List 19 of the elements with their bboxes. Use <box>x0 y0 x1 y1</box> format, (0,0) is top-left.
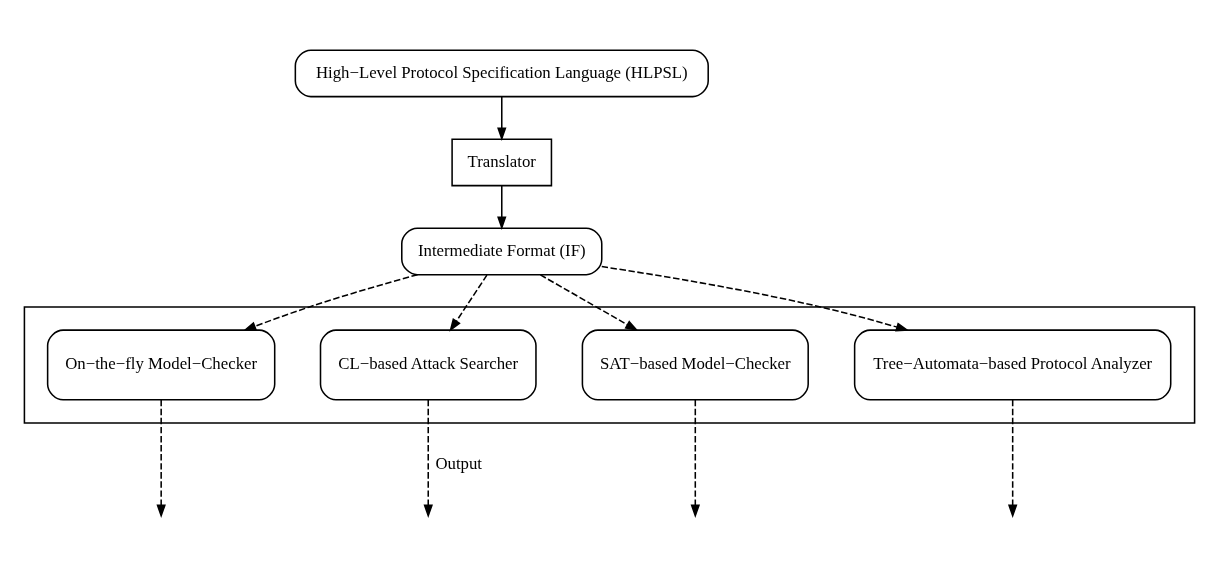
node-box: CL−based Attack Searcher <box>319 328 537 401</box>
arrow <box>242 273 419 331</box>
node-box: Intermediate Format (IF) <box>401 226 603 275</box>
node-box: High−Level Protocol Specification Language (HLPSL) <box>294 48 709 97</box>
node-box: Tree−Automata−based Protocol Analyzer <box>853 328 1172 401</box>
node-box: On−the−fly Model−Checker <box>46 328 276 401</box>
arrow <box>423 398 433 518</box>
arrow <box>497 95 507 141</box>
node-box: SAT−based Model−Checker <box>581 328 809 401</box>
cluster <box>23 305 1196 424</box>
edge-label: Output <box>435 453 482 473</box>
arrow <box>601 265 910 331</box>
arrow <box>690 398 700 518</box>
arrow <box>1007 398 1018 518</box>
arrow <box>156 398 166 518</box>
node-box: Translator <box>451 137 553 186</box>
arrow <box>497 184 507 230</box>
arrow <box>539 273 639 331</box>
arrow <box>449 273 488 332</box>
